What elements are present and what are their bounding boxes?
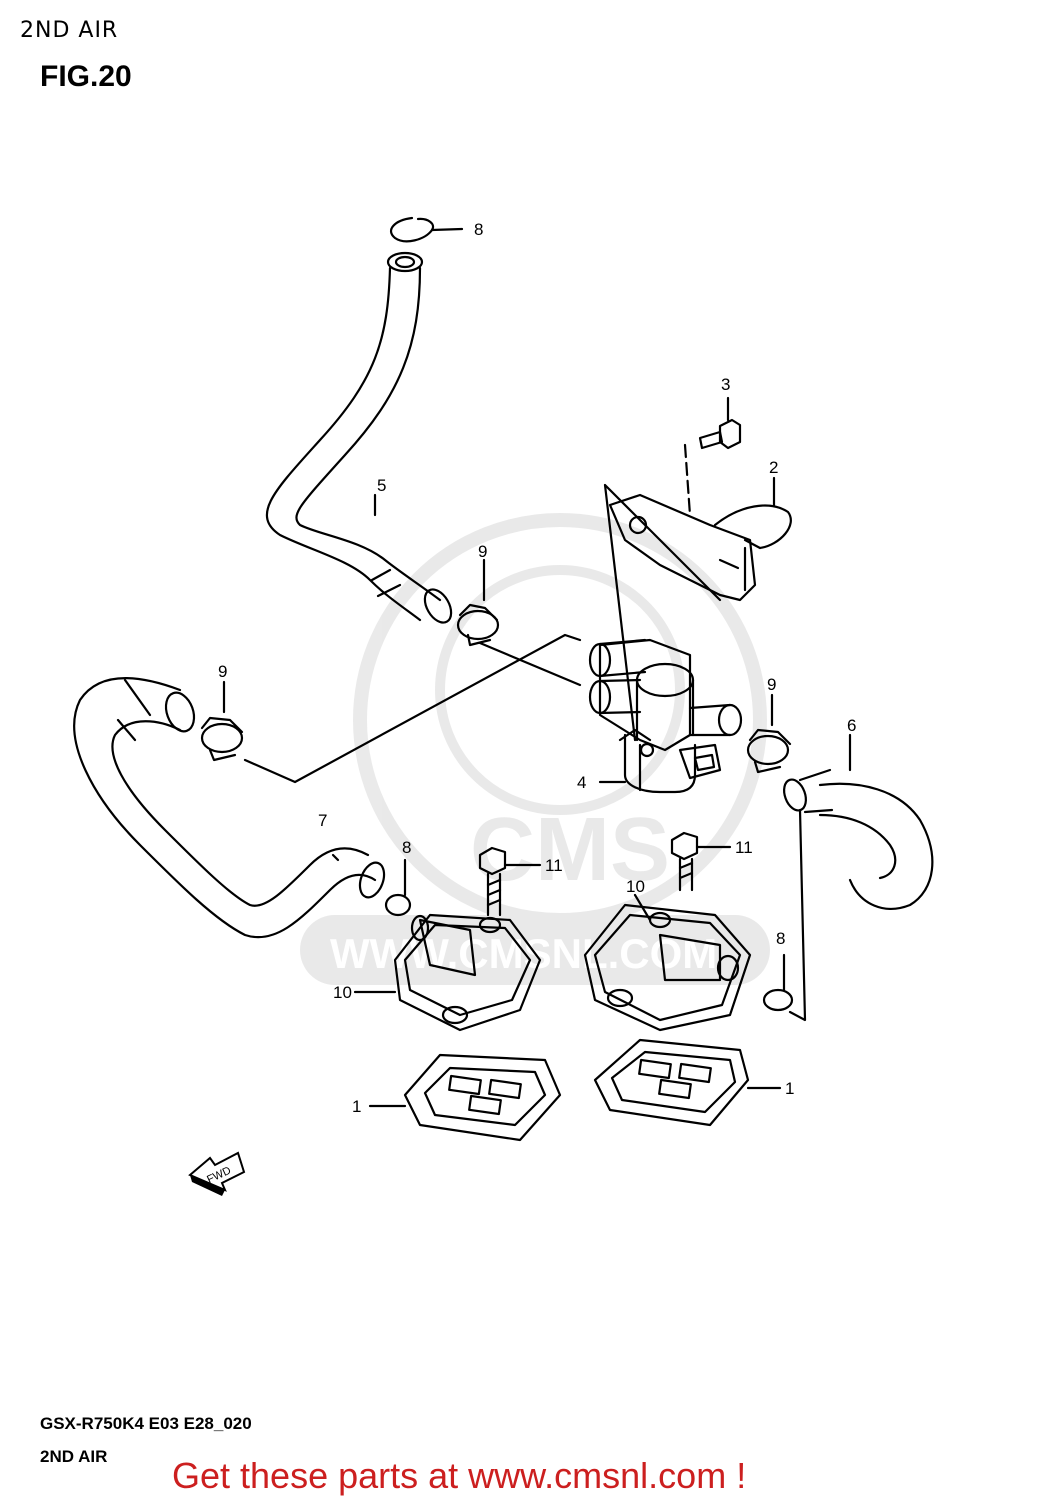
promo-link[interactable]: Get these parts at www.cmsnl.com ! [172, 1455, 747, 1496]
watermark-brand: CMS [470, 800, 670, 900]
fwd-arrow: FWD [188, 1151, 246, 1196]
hose-left-part-7 [73, 676, 386, 939]
leader-7 [331, 853, 340, 862]
callout-7: 7 [318, 811, 327, 830]
bracket-part-2 [608, 493, 792, 602]
callout-4: 4 [577, 773, 586, 792]
leader-line-right [788, 808, 807, 1022]
bolt-11-right [670, 831, 699, 892]
figure-label: FIG.20 [40, 60, 132, 93]
callout-3: 3 [721, 375, 730, 394]
callout-11-left: 11 [545, 856, 563, 875]
callout-8-left: 8 [402, 838, 411, 857]
callout-5: 5 [377, 476, 386, 495]
callout-8-right: 8 [776, 929, 785, 948]
reed-cover-part-10-left [393, 913, 542, 1032]
callout-10-right: 10 [626, 877, 645, 896]
section-name-footer: 2ND AIR [40, 1447, 108, 1466]
clip-8-top [389, 216, 464, 243]
clamp-9-right [746, 693, 792, 774]
callout-9-mid: 9 [478, 542, 487, 561]
control-valve-part-4 [588, 638, 743, 794]
callout-1-left: 1 [352, 1097, 361, 1116]
reed-plate-part-1-right [593, 1038, 750, 1127]
leader-line-left [243, 633, 582, 784]
section-title: 2ND AIR [20, 18, 119, 43]
model-code: GSX-R750K4 E03 E28_020 [40, 1414, 252, 1433]
hose-upper-part-5 [265, 251, 453, 624]
watermark: CMS WWW.CMSNL.COM [300, 513, 770, 985]
clamp-9-mid [456, 558, 500, 647]
reed-cover-part-10-right [583, 903, 752, 1032]
reed-plate-part-1-left [403, 1053, 562, 1142]
leader-10-right [633, 893, 652, 922]
leader-line-mid [478, 641, 582, 687]
callout-9-left: 9 [218, 662, 227, 681]
callout-8-top: 8 [474, 220, 483, 239]
clip-8-left [384, 858, 412, 917]
callout-11-right: 11 [735, 838, 753, 857]
callout-9-right: 9 [767, 675, 776, 694]
leader-line-bracket [603, 483, 722, 742]
callout-6: 6 [847, 716, 856, 735]
callout-10-left: 10 [333, 983, 352, 1002]
callout-1-right: 1 [785, 1079, 794, 1098]
clip-8-right [762, 953, 794, 1012]
bolt-3 [683, 396, 742, 517]
clamp-9-left [200, 680, 244, 762]
callout-2: 2 [769, 458, 778, 477]
bolt-11-left [478, 846, 507, 917]
hose-right-part-6 [783, 768, 934, 910]
